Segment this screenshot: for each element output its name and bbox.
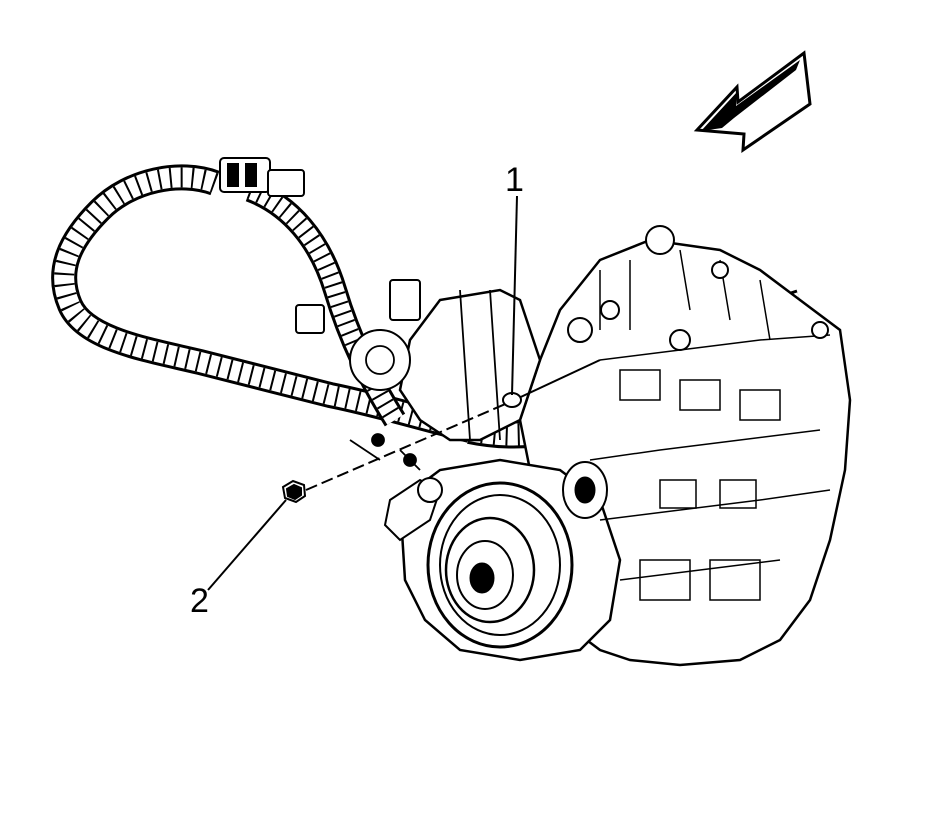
installation-path-line-extend (509, 359, 601, 403)
leader-line-2 (207, 499, 287, 591)
timing-cover (349, 289, 501, 471)
leader-line-1 (511, 195, 518, 396)
direction-arrow-icon (693, 50, 812, 153)
harness-connector (219, 157, 421, 334)
harness-mount-hole (502, 392, 522, 408)
pump-housing (383, 477, 443, 542)
engine-detail (567, 225, 831, 601)
installation-path-line (305, 401, 511, 491)
callout-number-1: 1 (505, 161, 524, 199)
callout-number-2: 2 (190, 582, 209, 620)
crankshaft-pulley (426, 461, 608, 649)
bolt-fastener (281, 479, 307, 504)
